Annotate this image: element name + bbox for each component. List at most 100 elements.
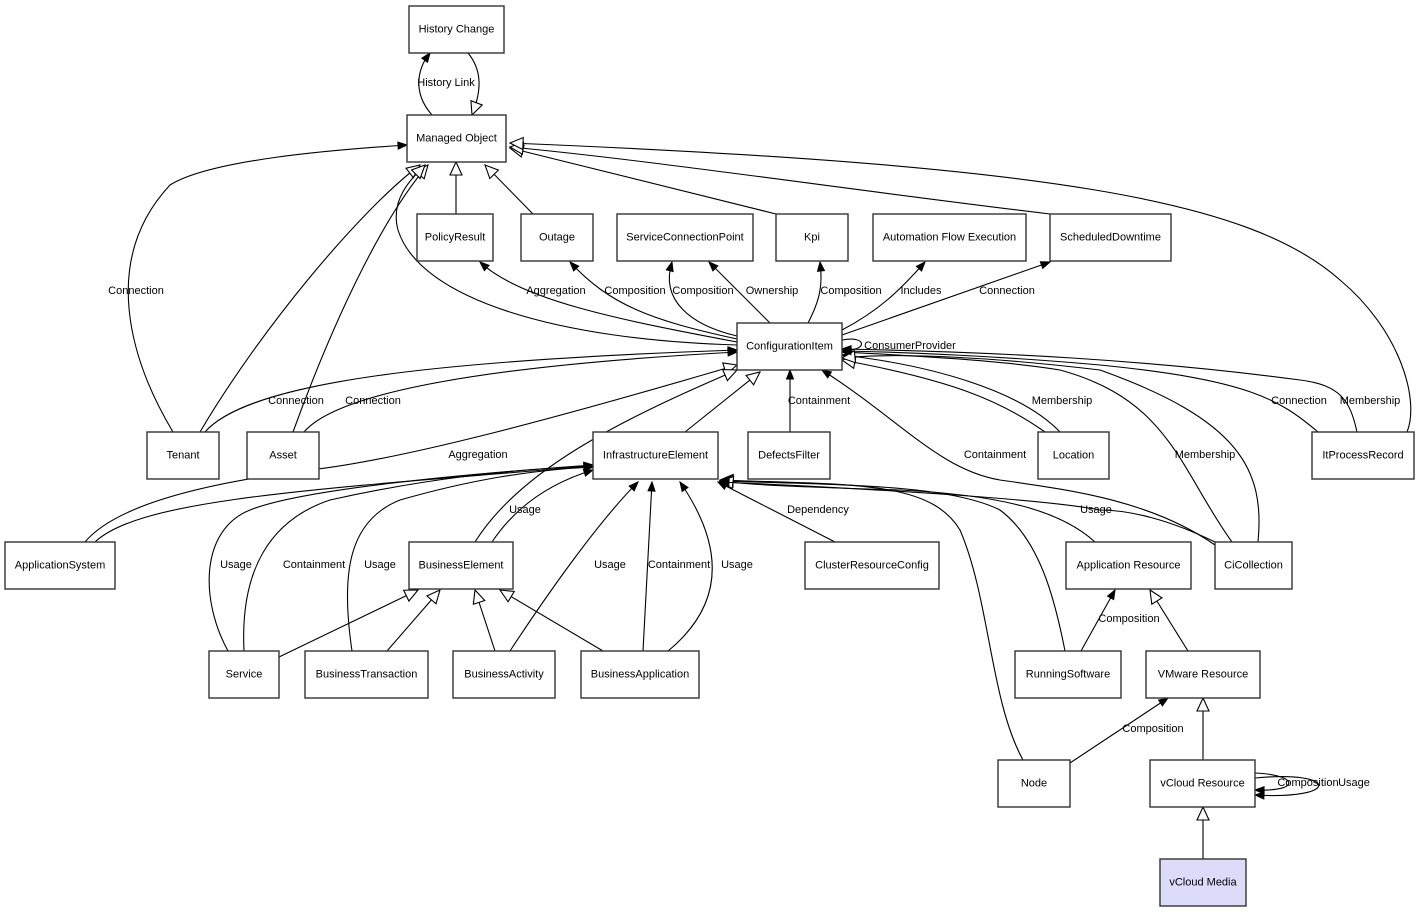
node-node[interactable]: Node — [997, 759, 1071, 808]
node-service[interactable]: Service — [208, 650, 280, 699]
edge-vcloud-resource-to-vmware-resource[interactable] — [1196, 696, 1210, 760]
edge-ci-collection-to-configuration-item[interactable] — [840, 348, 1233, 543]
node-box[interactable] — [872, 213, 1027, 262]
node-business-application[interactable]: BusinessApplication — [580, 650, 700, 699]
edge-infrastructure-element-to-configuration-item[interactable] — [684, 371, 762, 433]
edge-line[interactable] — [395, 164, 738, 346]
edge-line[interactable] — [346, 466, 594, 652]
node-box[interactable] — [1311, 431, 1415, 480]
node-box[interactable] — [1149, 759, 1256, 808]
edge-business-activity-to-infrastructure-element[interactable] — [509, 481, 639, 652]
edge-line[interactable] — [841, 351, 1233, 543]
edge-defects-filter-to-configuration-item[interactable] — [785, 368, 795, 432]
edge-line[interactable] — [94, 465, 594, 543]
edge-scheduled-downtime-to-managed-object[interactable] — [508, 141, 1051, 215]
node-box[interactable] — [736, 322, 843, 371]
edge-business-application-to-infrastructure-element[interactable] — [667, 480, 713, 652]
edge-line[interactable] — [509, 142, 1412, 433]
edge-line[interactable] — [278, 589, 419, 658]
edge-line[interactable] — [199, 164, 421, 433]
node-box[interactable] — [747, 431, 831, 480]
node-box[interactable] — [997, 759, 1071, 808]
edge-configuration-item-to-service-connection-point[interactable] — [708, 261, 771, 324]
edge-ci-collection-to-configuration-item[interactable] — [820, 369, 1216, 546]
edge-line[interactable] — [668, 261, 738, 337]
node-managed-object[interactable]: Managed Object — [406, 114, 507, 163]
edge-it-process-record-to-configuration-item[interactable] — [840, 346, 1319, 433]
node-box[interactable] — [592, 431, 719, 480]
edge-line[interactable] — [292, 164, 429, 433]
node-business-element[interactable]: BusinessElement — [408, 541, 514, 590]
node-asset[interactable]: Asset — [246, 431, 320, 480]
node-automation-flow-execution[interactable]: Automation Flow Execution — [872, 213, 1027, 262]
edge-line[interactable] — [667, 481, 713, 652]
edge-configuration-item-to-scheduled-downtime[interactable] — [841, 261, 1052, 336]
node-box[interactable] — [804, 541, 940, 590]
edge-line[interactable] — [821, 369, 1216, 546]
edge-tenant-to-managed-object[interactable] — [127, 141, 409, 433]
edge-line[interactable] — [719, 480, 1066, 652]
node-box[interactable] — [1065, 541, 1192, 590]
edge-line[interactable] — [509, 146, 1051, 215]
edge-line[interactable] — [479, 261, 738, 343]
edge-line[interactable] — [303, 351, 738, 433]
edge-history-change-to-managed-object[interactable] — [467, 52, 484, 117]
edge-policy-result-to-managed-object[interactable] — [449, 160, 463, 214]
node-business-transaction[interactable]: BusinessTransaction — [304, 650, 429, 699]
edge-configuration-item-to-service-connection-point[interactable] — [665, 260, 738, 337]
node-cluster-resource-config[interactable]: ClusterResourceConfig — [804, 541, 940, 590]
node-policy-result[interactable]: PolicyResult — [416, 213, 494, 262]
edge-business-application-to-infrastructure-element[interactable] — [642, 480, 656, 652]
edge-managed-object-to-history-change[interactable] — [418, 51, 433, 116]
edge-line[interactable] — [841, 354, 1061, 433]
edge-asset-to-managed-object[interactable] — [292, 164, 429, 433]
node-box[interactable] — [416, 213, 494, 262]
edge-line[interactable] — [84, 364, 738, 543]
edge-business-element-to-infrastructure-element[interactable] — [491, 468, 595, 543]
edge-it-process-record-to-managed-object[interactable] — [508, 136, 1412, 433]
edge-configuration-item-to-policy-result[interactable] — [478, 261, 738, 343]
node-box[interactable] — [146, 431, 220, 480]
edge-application-resource-to-infrastructure-element[interactable] — [718, 475, 1096, 543]
node-tenant[interactable]: Tenant — [146, 431, 220, 480]
edge-line[interactable] — [127, 144, 408, 433]
node-box[interactable] — [1014, 650, 1122, 699]
edge-line[interactable] — [717, 481, 836, 543]
node-box[interactable] — [246, 431, 320, 480]
edge-business-activity-to-business-element[interactable] — [472, 588, 496, 652]
node-box[interactable] — [1037, 431, 1110, 480]
node-box[interactable] — [1214, 541, 1293, 590]
node-application-resource[interactable]: Application Resource — [1065, 541, 1192, 590]
edge-line[interactable] — [243, 465, 594, 652]
edge-line[interactable] — [569, 261, 738, 340]
edge-line[interactable] — [684, 371, 761, 433]
edge-line[interactable] — [491, 469, 594, 543]
edge-line[interactable] — [204, 349, 738, 433]
node-box[interactable] — [452, 650, 556, 699]
edge-line[interactable] — [841, 348, 1358, 433]
node-vcloud-media[interactable]: vCloud Media — [1159, 858, 1247, 907]
edge-configuration-item-to-automation-flow-execution[interactable] — [841, 260, 926, 331]
edge-it-process-record-to-configuration-item[interactable] — [840, 344, 1358, 433]
edge-line[interactable] — [474, 369, 738, 543]
edge-ci-collection-to-infrastructure-element[interactable] — [718, 478, 1216, 543]
node-vcloud-resource[interactable]: vCloud Resource — [1149, 759, 1256, 808]
edge-outage-to-managed-object[interactable] — [484, 164, 534, 215]
node-box[interactable] — [304, 650, 429, 699]
node-box[interactable] — [1159, 858, 1247, 907]
node-box[interactable] — [775, 213, 849, 262]
edge-service-to-infrastructure-element[interactable] — [208, 461, 595, 652]
edge-line[interactable] — [841, 355, 1260, 543]
edge-vmware-resource-to-application-resource[interactable] — [1149, 588, 1189, 652]
edge-business-transaction-to-business-element[interactable] — [386, 589, 441, 652]
edge-tenant-to-managed-object[interactable] — [199, 164, 422, 433]
node-it-process-record[interactable]: ItProcessRecord — [1311, 431, 1415, 480]
node-box[interactable] — [1145, 650, 1261, 699]
edge-configuration-item-to-outage[interactable] — [569, 261, 738, 340]
edge-asset-to-configuration-item[interactable] — [303, 348, 739, 433]
edge-business-element-to-configuration-item[interactable] — [474, 369, 739, 543]
node-business-activity[interactable]: BusinessActivity — [452, 650, 556, 699]
edge-line[interactable] — [841, 261, 926, 331]
edge-ci-collection-to-configuration-item[interactable] — [840, 349, 1260, 543]
edge-node-to-vmware-resource[interactable] — [1069, 697, 1170, 764]
